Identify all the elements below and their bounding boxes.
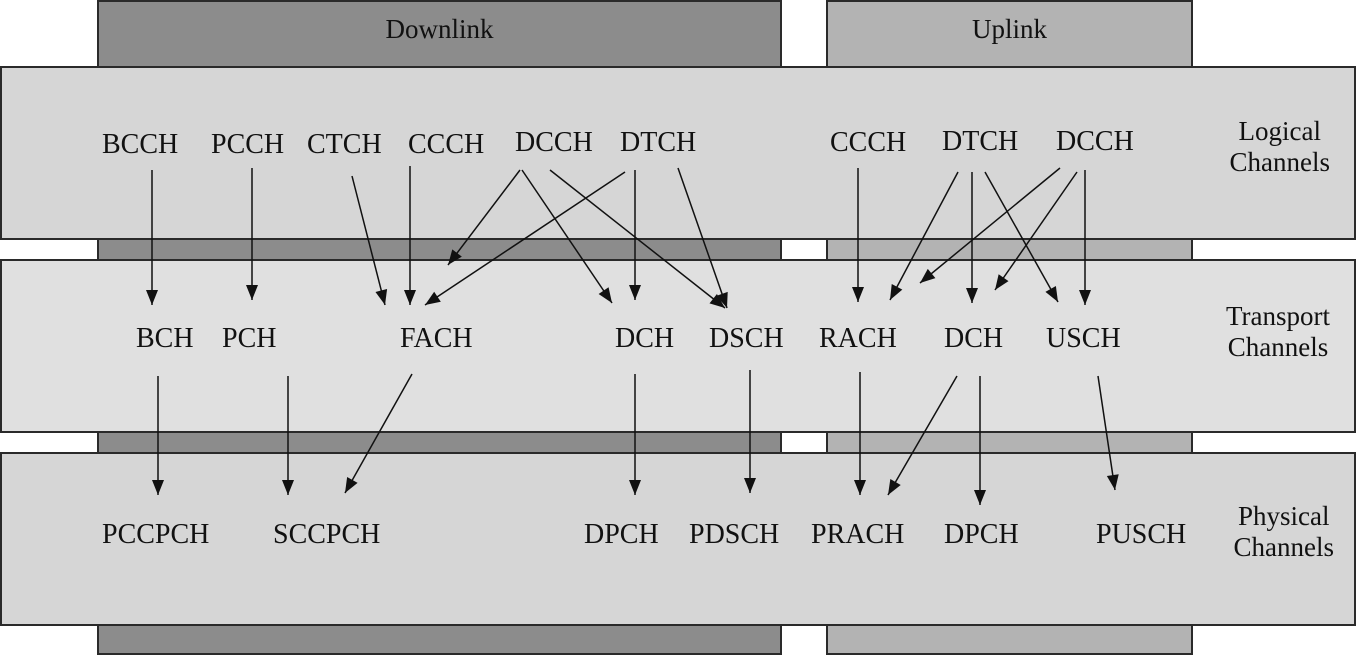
logical-label-line-2: Channels [1229,147,1331,177]
arrow-transport-down-0-to-physical-down-0-head [152,480,164,495]
transport-dch-up: DCH [944,323,1004,354]
arrow-logical-up-1-to-transport-up-0 [889,171,959,301]
logical-ccch-down: CCCH [408,129,485,160]
arrow-logical-up-1-to-transport-up-1-head [966,288,978,303]
logical-bcch: BCCH [102,129,179,160]
physical-channels-label: Physical Channels [1234,501,1335,563]
arrow-logical-down-2-to-transport-down-2-head [375,288,388,305]
transport-pch: PCH [222,323,277,354]
transport-bch: BCH [136,323,194,354]
transport-dch-down: DCH [615,323,675,354]
arrow-logical-up-2-to-transport-up-0-head [920,268,936,283]
logical-dcch-up: DCCH [1056,126,1134,157]
arrow-logical-up-1-to-transport-up-0-head [890,283,903,300]
physical-pccpch: PCCPCH [102,519,210,550]
physical-dpch-down: DPCH [584,519,659,550]
arrow-transport-up-0-to-physical-up-0-head [854,480,866,495]
arrow-logical-down-5-to-transport-down-3-head [629,285,641,300]
arrow-logical-down-5-to-transport-down-2 [424,171,626,306]
arrow-logical-down-5-to-transport-down-2-head [425,291,441,305]
physical-label-line-2: Channels [1233,532,1335,562]
arrow-logical-up-1-to-transport-up-2-head [1045,285,1058,302]
transport-rach: RACH [819,323,897,354]
arrow-logical-down-4-to-transport-down-2-head [448,249,462,265]
arrow-logical-up-0-to-transport-up-0-head [852,287,864,302]
transport-channels-label: Transport Channels [1226,301,1330,363]
arrow-logical-up-2-to-transport-up-0 [919,167,1061,284]
logical-pcch: PCCH [211,129,285,160]
downlink-title: Downlink [385,14,494,44]
physical-sccpch: SCCPCH [273,519,381,550]
arrow-logical-down-4-to-transport-down-4-head [709,294,725,308]
transport-label-line-2: Channels [1227,332,1329,362]
transport-channels-band: Transport Channels [0,259,1356,433]
transport-fach: FACH [400,323,473,354]
arrow-logical-down-5-to-transport-down-4-head [716,291,728,308]
arrow-logical-down-4-to-transport-down-3 [521,169,613,304]
arrow-transport-down-3-to-physical-down-2-head [629,480,641,495]
logical-dcch-down: DCCH [515,127,593,158]
logical-channels-label: Logical Channels [1230,116,1331,178]
logical-dtch-up: DTCH [942,126,1019,157]
arrow-logical-up-2-to-transport-up-1 [994,171,1078,291]
physical-prach: PRACH [811,519,905,550]
logical-label-line-1: Logical [1238,116,1321,146]
arrow-transport-down-4-to-physical-down-3-head [744,478,756,493]
logical-channels-band: Logical Channels [0,66,1356,240]
physical-pusch: PUSCH [1096,519,1187,550]
arrow-logical-up-1-to-transport-up-2 [984,171,1059,303]
physical-label-line-1: Physical [1238,501,1330,531]
arrow-logical-down-5-to-transport-down-4 [677,167,728,309]
uplink-title: Uplink [971,14,1047,44]
arrow-transport-up-2-to-physical-up-2-head [1106,474,1119,490]
arrow-logical-up-2-to-transport-up-1-head [995,274,1009,290]
arrow-transport-down-2-to-physical-down-1 [344,373,413,494]
arrow-transport-down-2-to-physical-down-1-head [345,476,358,493]
transport-label-line-1: Transport [1225,301,1330,331]
arrow-logical-down-4-to-transport-down-2 [447,169,521,266]
physical-channels-band: Physical Channels [0,452,1356,626]
arrow-logical-down-1-to-transport-down-1-head [246,285,258,300]
arrow-transport-up-1-to-physical-up-0 [887,375,958,496]
physical-dpch-up: DPCH [944,519,1019,550]
logical-dtch-down: DTCH [620,127,697,158]
arrow-logical-up-2-to-transport-up-2-head [1079,290,1091,305]
arrow-transport-up-1-to-physical-up-0-head [888,479,901,495]
arrow-logical-down-4-to-transport-down-3-head [598,287,612,303]
logical-ccch-up: CCCH [830,127,907,158]
arrow-transport-up-1-to-physical-up-1-head [974,490,986,505]
arrow-logical-down-4-to-transport-down-4 [549,169,726,309]
physical-pdsch: PDSCH [689,519,780,550]
arrow-logical-down-2-to-transport-down-2 [351,175,386,306]
logical-ctch: CTCH [307,129,382,160]
arrow-logical-down-3-to-transport-down-2-head [404,290,416,305]
transport-dsch: DSCH [709,323,784,354]
arrow-transport-up-2-to-physical-up-2 [1097,375,1116,491]
transport-usch: USCH [1046,323,1121,354]
arrow-transport-down-1-to-physical-down-1-head [282,480,294,495]
arrow-logical-down-0-to-transport-down-0-head [146,290,158,305]
